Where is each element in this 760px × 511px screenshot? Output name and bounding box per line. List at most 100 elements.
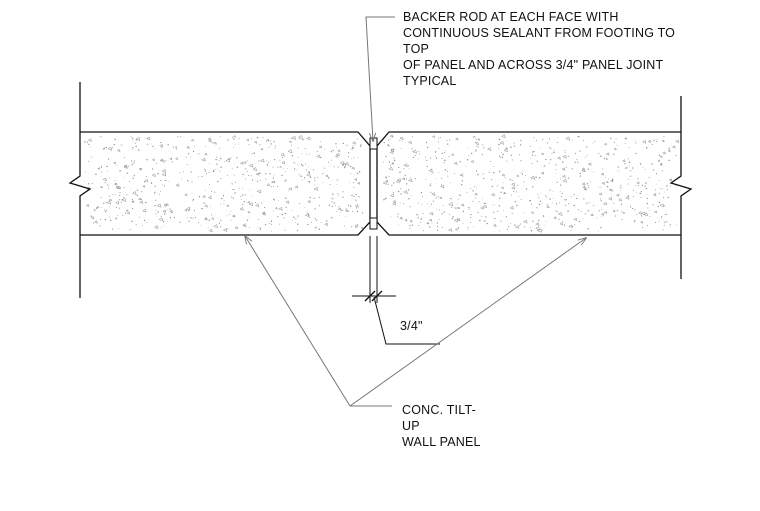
concrete-stipple-mark: [242, 188, 244, 190]
concrete-stipple-mark: [285, 197, 287, 199]
concrete-stipple-mark: [542, 138, 544, 140]
concrete-stipple-mark: [192, 217, 194, 219]
concrete-stipple-mark: [454, 207, 456, 209]
concrete-stipple-mark: [184, 209, 188, 212]
concrete-stipple-mark: [445, 150, 446, 152]
concrete-stipple-mark: [447, 175, 449, 177]
right-wall-panel-outline: [376, 131, 681, 236]
concrete-stipple-mark: [242, 173, 244, 176]
concrete-stipple-mark: [578, 209, 579, 211]
concrete-stipple-mark: [313, 186, 319, 191]
concrete-stipple-mark: [617, 166, 619, 168]
concrete-stipple-mark: [135, 136, 141, 141]
concrete-stipple-mark: [231, 188, 233, 190]
concrete-stipple-mark: [661, 170, 663, 172]
concrete-stipple-mark: [570, 195, 572, 197]
concrete-stipple-mark: [665, 221, 667, 223]
concrete-stipple-mark: [624, 143, 626, 145]
concrete-stipple-mark: [103, 202, 105, 205]
concrete-stipple-mark: [246, 160, 248, 162]
concrete-stipple-mark: [124, 212, 127, 214]
concrete-stipple-mark: [402, 203, 404, 205]
concrete-stipple-mark: [306, 173, 311, 177]
concrete-stipple-mark: [139, 200, 144, 204]
concrete-stipple-mark: [330, 159, 332, 161]
concrete-stipple-mark: [302, 139, 303, 141]
concrete-stipple-mark: [265, 138, 270, 142]
concrete-stipple-mark: [100, 207, 102, 208]
concrete-stipple-mark: [646, 224, 648, 227]
concrete-stipple-mark: [655, 183, 657, 185]
concrete-stipple-mark: [577, 161, 579, 163]
concrete-stipple-mark: [573, 204, 575, 207]
concrete-stipple-mark: [307, 200, 311, 204]
concrete-stipple-mark: [417, 217, 419, 219]
concrete-stipple-mark: [234, 226, 238, 230]
concrete-stipple-mark: [333, 202, 335, 204]
concrete-stipple-mark: [556, 181, 558, 183]
concrete-stipple-mark: [438, 147, 440, 149]
concrete-stipple-mark: [227, 157, 231, 161]
concrete-stipple-mark: [273, 158, 276, 161]
concrete-stipple-mark: [213, 141, 217, 145]
concrete-stipple-mark: [336, 179, 337, 181]
concrete-stipple-mark: [133, 162, 135, 164]
concrete-stipple-mark: [505, 216, 507, 218]
concrete-stipple-mark: [101, 136, 103, 138]
concrete-stipple-mark: [605, 180, 609, 184]
concrete-stipple-mark: [270, 230, 272, 232]
concrete-stipple-mark: [561, 196, 562, 197]
concrete-stipple-mark: [648, 177, 650, 179]
concrete-stipple-mark: [561, 192, 563, 195]
concrete-stipple-mark: [107, 170, 108, 172]
concrete-stipple-mark: [493, 211, 495, 213]
concrete-stipple-mark: [356, 210, 359, 212]
concrete-stipple-mark: [401, 147, 402, 149]
concrete-stipple-mark: [558, 202, 560, 204]
concrete-stipple-mark: [565, 199, 567, 201]
concrete-stipple-mark: [388, 175, 390, 177]
concrete-stipple-mark: [355, 194, 357, 196]
concrete-stipple-mark: [578, 136, 580, 138]
concrete-stipple-mark: [399, 202, 401, 204]
concrete-stipple-mark: [352, 210, 354, 212]
concrete-stipple-mark: [165, 179, 167, 182]
concrete-stipple-mark: [603, 142, 607, 146]
concrete-stipple-mark: [161, 160, 164, 162]
concrete-stipple-mark: [283, 167, 284, 169]
concrete-stipple-mark: [669, 150, 671, 152]
concrete-stipple-mark: [490, 192, 495, 197]
concrete-stipple-mark: [537, 194, 539, 196]
concrete-stipple-mark: [234, 143, 236, 145]
concrete-stipple-mark: [426, 159, 428, 162]
concrete-stipple-mark: [95, 205, 99, 209]
concrete-stipple-mark: [439, 209, 440, 211]
concrete-stipple-mark: [500, 191, 502, 193]
concrete-stipple-mark: [154, 185, 156, 187]
concrete-stipple-mark: [457, 199, 459, 201]
concrete-stipple-mark: [611, 193, 612, 195]
concrete-stipple-mark: [529, 145, 531, 147]
concrete-stipple-mark: [132, 201, 134, 203]
concrete-stipple-mark: [322, 182, 324, 184]
concrete-stipple-mark: [220, 203, 222, 205]
concrete-stipple-mark: [391, 149, 393, 151]
concrete-stipple-mark: [444, 152, 446, 154]
concrete-stipple-mark: [535, 222, 540, 226]
concrete-stipple-mark: [280, 152, 285, 157]
concrete-stipple-mark: [675, 154, 677, 156]
concrete-stipple-mark: [576, 197, 578, 200]
concrete-stipple-mark: [93, 220, 98, 224]
concrete-stipple-mark: [499, 140, 505, 145]
concrete-stipple-mark: [660, 217, 662, 219]
concrete-stipple-mark: [658, 180, 660, 181]
concrete-stipple-mark: [646, 147, 648, 149]
concrete-stipple-mark: [443, 160, 445, 162]
concrete-stipple-mark: [278, 200, 279, 202]
concrete-stipple-mark: [403, 190, 408, 195]
concrete-stipple-mark: [497, 148, 499, 150]
concrete-stipple-mark: [345, 209, 347, 211]
concrete-stipple-mark: [198, 153, 200, 155]
concrete-stipple-mark: [125, 209, 129, 213]
concrete-stipple-mark: [397, 213, 399, 215]
